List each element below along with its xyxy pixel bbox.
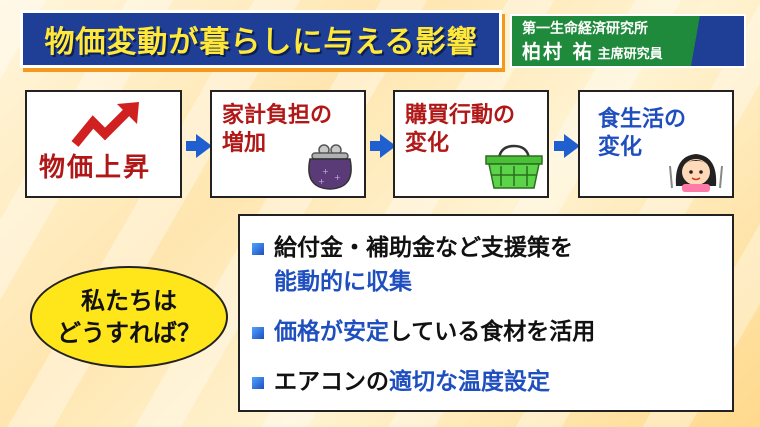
svg-text:+: + (318, 177, 325, 186)
flow-step-label-line2: 変化 (598, 135, 643, 160)
bullet-icon (252, 327, 264, 339)
flow-step-label-line2: 増加 (222, 131, 267, 156)
flow-step-diet: 食生活の 変化 (578, 90, 734, 198)
flow-step-price-rise: 物価上昇 (25, 90, 182, 198)
question-line1: 私たちは (81, 287, 177, 315)
flow-arrow-icon (370, 134, 396, 158)
title-banner: 物価変動が暮らしに与える影響 (20, 10, 502, 68)
presenter-name: 柏村 祐 (522, 41, 594, 63)
tips-list: 給付金・補助金など支援策を 能動的に収集 価格が安定している食材を活用 エアコン… (238, 214, 734, 412)
svg-text:+: + (334, 173, 341, 182)
list-item-continuation: 能動的に収集 (274, 269, 412, 295)
flow-step-label-line1: 家計負担の (222, 103, 333, 128)
girl-eating-icon (666, 146, 726, 196)
svg-text:+: + (322, 167, 329, 176)
flow-step-label-line1: 購買行動の (405, 103, 516, 128)
flow-step-purchase-behavior: 購買行動の 変化 (393, 90, 549, 198)
flow-arrow-icon (186, 134, 212, 158)
bullet-icon (252, 377, 264, 389)
flow-step-label-line1: 食生活の (598, 107, 687, 132)
presenter-organization: 第一生命経済研究所 (522, 21, 648, 37)
list-item: 価格が安定している食材を活用 (252, 316, 595, 348)
question-bubble: 私たちは どうすれば？ (30, 266, 228, 368)
question-line2: どうすれば？ (57, 319, 201, 347)
list-item: 給付金・補助金など支援策を (252, 232, 573, 264)
shopping-basket-icon (483, 144, 545, 194)
flow-step-household-burden: 家計負担の 増加 + + + (210, 90, 366, 198)
coin-purse-icon: + + + (304, 142, 356, 196)
bullet-icon (252, 243, 264, 255)
flow-step-label-line2: 変化 (405, 131, 450, 156)
rising-arrow-icon (71, 100, 143, 154)
flow-step-label: 物価上昇 (39, 153, 152, 183)
flow-arrow-icon (554, 134, 580, 158)
page-title: 物価変動が暮らしに与える影響 (44, 25, 478, 60)
presenter-caption: 第一生命経済研究所 柏村 祐主席研究員 (510, 14, 746, 68)
presenter-role: 主席研究員 (597, 47, 663, 62)
list-item: エアコンの適切な温度設定 (252, 366, 550, 398)
